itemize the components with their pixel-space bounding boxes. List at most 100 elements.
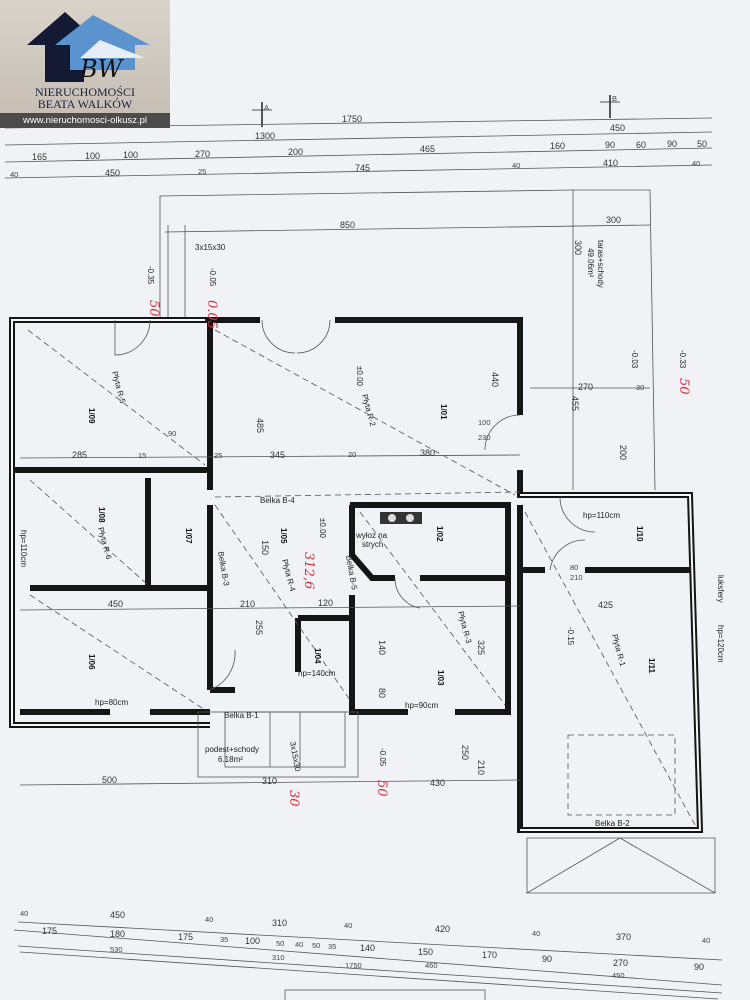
dim: 80 (570, 563, 578, 572)
dim: 30 (636, 383, 644, 392)
dim: 1300 (255, 131, 275, 141)
dim: 450 (108, 599, 123, 609)
dim: 140 (360, 943, 375, 953)
dim: 50 (697, 139, 707, 149)
dim: 90 (542, 954, 552, 964)
dim: 50 (312, 941, 320, 950)
stair-landing (197, 711, 359, 778)
room-1-03: 1/03 (436, 670, 445, 686)
dim: 850 (340, 220, 355, 230)
room-1-05: 1/05 (279, 528, 288, 544)
terrace-area: 49.06m² (586, 248, 595, 278)
handwritten-note: 312,6 (301, 552, 316, 589)
dim: 530 (110, 945, 123, 954)
dim: 100 (478, 418, 491, 427)
dim: 100 (123, 150, 138, 160)
dim: 80 (377, 688, 387, 698)
agency-logo: BW NIERUCHOMOŚCI BEATA WALKÓW www.nieruc… (0, 0, 170, 128)
room-1-06: 1/06 (87, 654, 96, 670)
handwritten-note: 50 (146, 300, 161, 317)
dim: 1750 (342, 114, 362, 124)
dim: 175 (42, 926, 57, 936)
level-mark: -0.35 (146, 266, 155, 285)
logo-line2: BEATA WALKÓW (37, 97, 133, 111)
level-mark: -0.05 (378, 748, 387, 767)
dim: 200 (288, 147, 303, 157)
window-height: hp=90cm (405, 701, 438, 710)
dim: 175 (178, 932, 193, 942)
section-mark-a: A (252, 102, 272, 127)
dim: 310 (262, 776, 277, 786)
dim: 255 (254, 620, 264, 635)
attic-hatch-label: strych (362, 540, 383, 549)
dim: 60 (636, 140, 646, 150)
dim: 450 (612, 971, 625, 980)
room-1-02: 1/02 (435, 526, 444, 542)
dim: 40 (10, 170, 18, 179)
dim: 410 (603, 158, 618, 168)
window-height: hp=110cm (583, 511, 620, 520)
dim: 170 (482, 950, 497, 960)
dim: 325 (476, 640, 486, 655)
dim: 150 (260, 540, 270, 555)
level-mark: -0.05 (208, 268, 217, 287)
glass-block-label: luksfery (716, 575, 725, 603)
dim: 90 (667, 139, 677, 149)
dim: 140 (377, 640, 387, 655)
logo-url: www.nieruchomosci-olkusz.pl (0, 113, 170, 128)
dim: 25 (198, 167, 206, 176)
dim: 465 (420, 144, 435, 154)
section-a-label: A (264, 103, 269, 112)
room-1-08: 1/08 (97, 507, 106, 523)
window-height: hp=110cm (19, 530, 28, 567)
dim: 230 (478, 433, 491, 442)
handwritten-note: 30 (286, 790, 301, 807)
window-height: hp=140cm (298, 669, 336, 678)
slab-span-lines (27, 329, 696, 826)
dim: 40 (532, 929, 540, 938)
dim: 310 (272, 918, 287, 928)
dim: 40 (344, 921, 352, 930)
room-1-10: 1/10 (635, 526, 644, 542)
dim: 40 (702, 936, 710, 945)
dim: 40 (20, 909, 28, 918)
dim: 430 (430, 778, 445, 788)
dim: 20 (348, 450, 356, 459)
dim: 210 (570, 573, 583, 582)
beam-label: Belka B-2 (595, 819, 630, 828)
dim: 40 (512, 161, 520, 170)
level-mark: -0.33 (678, 350, 687, 369)
room-1-09: 1/09 (87, 408, 96, 424)
dim: 90 (694, 962, 704, 972)
dim: 300 (573, 240, 583, 255)
dim: 200 (618, 445, 628, 460)
dim: 250 (460, 745, 470, 760)
dim: 165 (32, 152, 47, 162)
room-1-07: 1/07 (184, 528, 193, 544)
level-mark: -0.03 (630, 350, 639, 369)
inner-dimensions: 440 285 15 25 345 20 380 485 150 210 120… (19, 372, 613, 788)
dim: 40 (295, 940, 303, 949)
dim: 270 (613, 958, 628, 968)
level-marks: ±0.00 ±0.00 -0.03 -0.15 -0.05 -0.35 -0.3… (146, 266, 687, 767)
dim: 50 (276, 939, 284, 948)
section-b-label: B (612, 94, 617, 103)
dim: 745 (355, 163, 370, 173)
dim: 450 (105, 168, 120, 178)
scale-grid (284, 989, 486, 1000)
dim: 425 (598, 600, 613, 610)
dim: 300 (606, 215, 621, 225)
dim: 270 (195, 149, 210, 159)
dim: 100 (85, 151, 100, 161)
handwritten-note: 50 (374, 780, 389, 797)
dim: 450 (110, 910, 125, 920)
stairs-label: 3x15x30 (195, 243, 226, 252)
dim: 460 (425, 961, 438, 970)
dim: 450 (610, 123, 625, 133)
porch-area: 6.18m² (218, 755, 243, 764)
handwritten-note: 50 (676, 378, 691, 395)
walls (9, 317, 704, 833)
dim: 500 (102, 775, 117, 785)
dim: 210 (240, 599, 255, 609)
dim: 285 (72, 450, 87, 460)
